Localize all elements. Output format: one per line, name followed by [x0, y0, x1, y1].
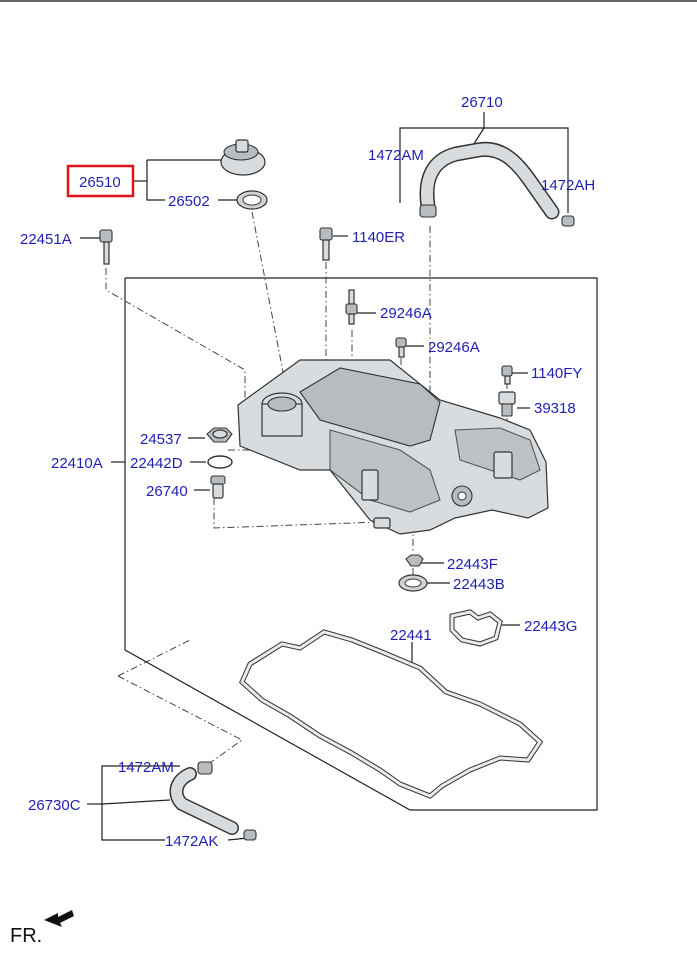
highlight-box: [66, 164, 135, 198]
o-ring-22442D[interactable]: [207, 455, 233, 469]
front-indicator-text: FR.: [10, 925, 42, 947]
sensor-39318[interactable]: [498, 391, 516, 417]
label-39318[interactable]: 39318: [534, 400, 576, 417]
pcv-hose-26710[interactable]: [419, 141, 575, 227]
cap-seal-26502[interactable]: [236, 190, 268, 210]
stud-29246A-1[interactable]: [345, 289, 358, 325]
label-22443G[interactable]: 22443G: [524, 618, 577, 635]
gasket-22443G[interactable]: [449, 609, 503, 647]
cylinder-head-cover-22410A[interactable]: [237, 359, 549, 535]
nut-22443F[interactable]: [405, 554, 424, 567]
label-26730C[interactable]: 26730C: [28, 797, 81, 814]
breather-hose-26730C[interactable]: [169, 761, 257, 841]
label-26710[interactable]: 26710: [461, 94, 503, 111]
label-1472AK[interactable]: 1472AK: [165, 833, 218, 850]
leader-lines: [80, 112, 569, 841]
plug-24537[interactable]: [206, 427, 233, 443]
bolt-1140ER[interactable]: [319, 227, 333, 261]
label-1140ER[interactable]: 1140ER: [352, 229, 405, 246]
stud-29246A-2[interactable]: [395, 337, 407, 358]
label-24537[interactable]: 24537: [140, 431, 182, 448]
gasket-22441[interactable]: [238, 629, 544, 799]
label-29246A-2[interactable]: 29246A: [428, 339, 480, 356]
label-1140FY[interactable]: 1140FY: [531, 365, 582, 382]
bolt-22451A[interactable]: [99, 229, 113, 265]
label-22410A[interactable]: 22410A: [51, 455, 103, 472]
front-arrow-icon: [44, 910, 74, 927]
label-22443F[interactable]: 22443F: [447, 556, 498, 573]
label-22442D[interactable]: 22442D: [130, 455, 183, 472]
valve-26740[interactable]: [210, 475, 226, 499]
assembly-frame: [124, 277, 598, 811]
seal-22443B[interactable]: [398, 574, 428, 592]
label-22443B[interactable]: 22443B: [453, 576, 505, 593]
label-22441[interactable]: 22441: [390, 627, 432, 644]
label-1472AH[interactable]: 1472AH: [541, 177, 595, 194]
oil-filler-cap-26510[interactable]: [220, 139, 266, 176]
label-1472AM-bottom[interactable]: 1472AM: [118, 759, 174, 776]
label-29246A-1[interactable]: 29246A: [380, 305, 432, 322]
label-26740[interactable]: 26740: [146, 483, 188, 500]
bolt-1140FY[interactable]: [501, 365, 513, 385]
label-26510[interactable]: 26510: [79, 174, 121, 191]
label-1472AM-top[interactable]: 1472AM: [368, 147, 424, 164]
label-22451A[interactable]: 22451A: [20, 231, 72, 248]
label-26502[interactable]: 26502: [168, 193, 210, 210]
